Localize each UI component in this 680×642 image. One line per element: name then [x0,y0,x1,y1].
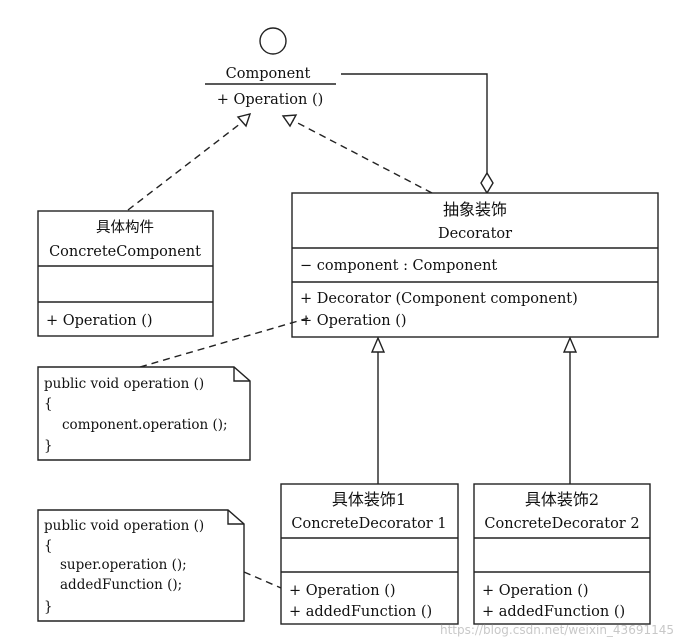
note-fold-icon [227,510,244,525]
concrete-decorator-1-title-cn: 具体装饰1 [332,490,406,509]
aggregation-connector [341,73,494,195]
interface-operation: + Operation () [217,92,324,108]
concrete-component-box [37,210,214,337]
note-decorator: public void operation () { component.ope… [37,366,251,461]
note-concrete-line-1: public void operation () [44,518,204,534]
aggregation-line [341,73,488,173]
hollow-arrowhead-icon [370,336,386,353]
realization-line-concrete-component [127,119,246,211]
realization-connectors [127,113,433,211]
concrete-decorator-1-box [280,483,459,625]
note-concrete-line-2: { [44,538,53,554]
note-concrete: public void operation () { super.operati… [37,509,245,622]
decorator-class: 抽象装饰 Decorator − component : Component +… [291,192,659,338]
note-concrete-line-5: } [44,599,53,615]
note-decorator-connector [139,316,313,368]
hollow-arrowhead-icon [281,114,298,128]
concrete-decorator-2-title-en: ConcreteDecorator 2 [484,516,639,532]
concrete-decorator-1-added: + addedFunction () [289,604,432,620]
decorator-box [291,192,659,338]
concrete-decorator-2-operation: + Operation () [482,583,589,599]
concrete-decorator-2-class: 具体装饰2 ConcreteDecorator 2 + Operation ()… [473,483,651,625]
concrete-component-class: 具体构件 ConcreteComponent + Operation () [37,210,214,337]
note-fold-icon [233,367,250,382]
note-decorator-box [37,366,251,461]
interface-name: Component [226,66,311,82]
note-concrete-connector [243,571,282,589]
component-interface: Component + Operation () [205,27,336,108]
generalization-connectors [370,336,578,484]
hollow-arrowhead-icon [562,336,578,353]
note-decorator-line-3: component.operation (); [62,417,228,433]
concrete-component-title-en: ConcreteComponent [49,244,201,260]
decorator-title-en: Decorator [438,226,512,242]
note-concrete-box [37,509,245,622]
concrete-decorator-2-added: + addedFunction () [482,604,625,620]
concrete-component-title-cn: 具体构件 [96,219,154,236]
concrete-decorator-1-operation: + Operation () [289,583,396,599]
concrete-decorator-2-box [473,483,651,625]
note-decorator-line-4: } [44,438,53,454]
concrete-decorator-2-title-cn: 具体装饰2 [525,490,599,509]
hollow-arrowhead-icon [236,113,252,128]
decorator-constructor: + Decorator (Component component) [300,291,578,307]
concrete-decorator-1-class: 具体装饰1 ConcreteDecorator 1 + Operation ()… [280,483,459,625]
aggregation-diamond-icon [480,171,494,195]
concrete-component-operation: + Operation () [46,313,153,329]
decorator-attribute: − component : Component [300,258,497,274]
note-decorator-line-2: { [44,396,53,412]
decorator-title-cn: 抽象装饰 [443,200,507,219]
note-decorator-line-1: public void operation () [44,376,204,392]
realization-line-decorator [291,119,433,194]
note-concrete-line-3: super.operation (); [60,557,187,573]
interface-circle-icon [259,27,287,55]
decorator-operation: + Operation () [300,313,407,329]
watermark: https://blog.csdn.net/weixin_43691145 [440,623,674,637]
note-concrete-line-4: addedFunction (); [60,577,182,593]
concrete-decorator-1-title-en: ConcreteDecorator 1 [291,516,446,532]
